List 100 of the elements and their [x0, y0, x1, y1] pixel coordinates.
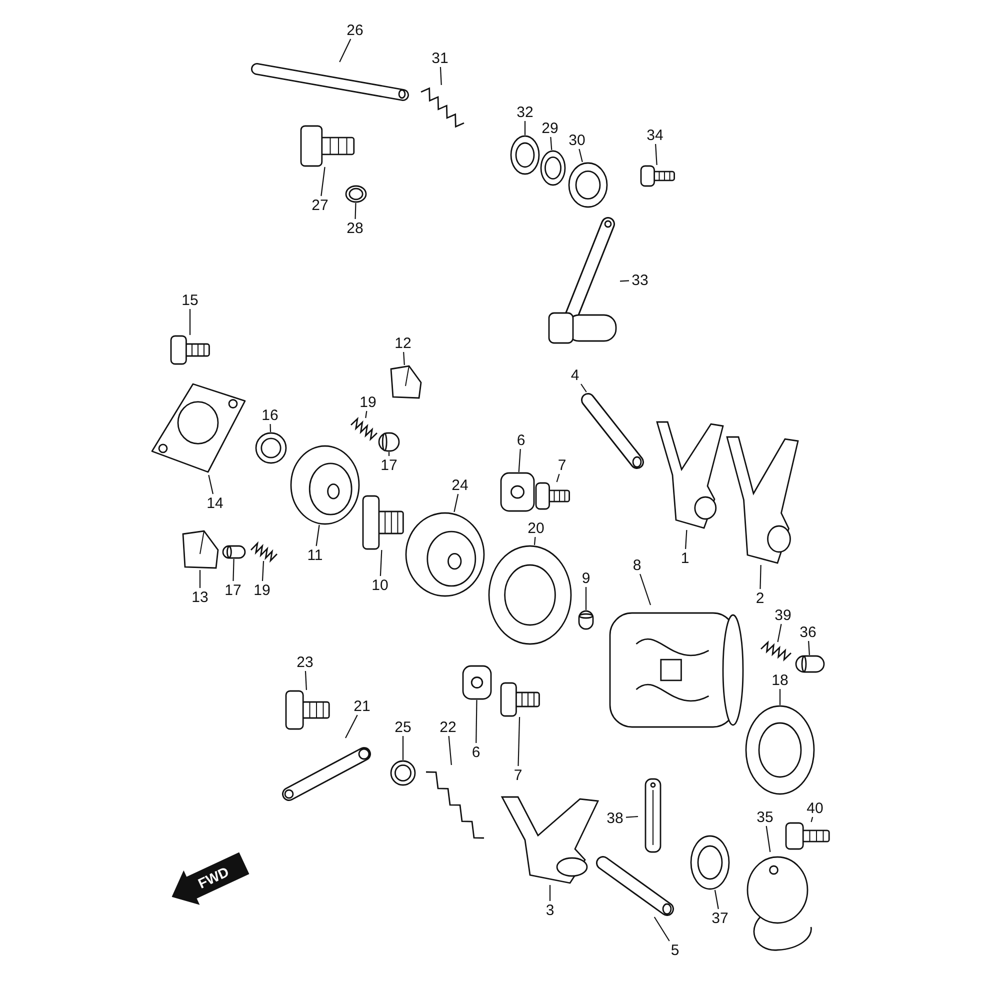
leader-line: [549, 885, 551, 901]
bolt-drawing: [500, 682, 540, 717]
callout-number: 13: [189, 588, 211, 606]
callout-number: 31: [429, 49, 451, 67]
callout-number: 27: [309, 196, 331, 214]
leader-line: [640, 574, 652, 606]
bolt-drawing: [640, 165, 675, 187]
shift-fork-drawing: [725, 435, 800, 565]
callout-number: 3: [539, 901, 561, 919]
leader-line: [534, 536, 536, 546]
callout-number: 6: [510, 431, 532, 449]
callout-number: 35: [754, 808, 776, 826]
leader-line: [578, 148, 583, 162]
callout-number: 7: [551, 456, 573, 474]
leader-line: [808, 640, 810, 656]
block-drawing: [180, 530, 220, 570]
leader-line: [199, 570, 201, 588]
leader-line: [402, 736, 404, 760]
leader-line: [654, 916, 670, 942]
ring-drawing: [745, 705, 815, 795]
leader-line: [354, 202, 356, 220]
callout-number: 16: [259, 406, 281, 424]
callout-number: 33: [629, 271, 651, 289]
ring-drawing: [488, 545, 572, 645]
stopper-plate-drawing: [462, 665, 492, 700]
callout-number: 6: [465, 743, 487, 761]
callout-number: 26: [344, 21, 366, 39]
leader-line: [580, 384, 587, 392]
callout-number: 19: [357, 393, 379, 411]
leader-line: [380, 550, 382, 576]
spring-drawing: [760, 642, 792, 660]
bolt-drawing: [535, 482, 570, 510]
callout-number: 32: [514, 103, 536, 121]
callout-number: 21: [351, 697, 373, 715]
callout-number: 36: [797, 623, 819, 641]
ring-drawing: [255, 432, 287, 464]
leader-line: [365, 410, 368, 418]
leader-line: [232, 558, 234, 582]
cam-drawing: [290, 445, 360, 525]
leader-line: [524, 121, 526, 135]
callout-number: 29: [539, 119, 561, 137]
callout-number: 24: [449, 476, 471, 494]
spring-drawing: [420, 85, 465, 130]
shift-fork-drawing: [655, 420, 725, 530]
leader-line: [304, 670, 307, 690]
leader-line: [556, 474, 560, 482]
spring-drawing: [350, 418, 378, 440]
callout-number: 38: [604, 809, 626, 827]
callout-number: 1: [674, 549, 696, 567]
bolt-drawing: [285, 690, 330, 730]
leader-line: [626, 816, 638, 818]
leader-line: [518, 448, 521, 472]
leader-line: [189, 309, 191, 335]
ring-drawing: [345, 185, 367, 203]
callout-number: 7: [507, 766, 529, 784]
callout-number: 10: [369, 576, 391, 594]
callout-number: 34: [644, 126, 666, 144]
cam-drawing: [405, 512, 485, 597]
leader-line: [766, 826, 771, 852]
callout-number: 25: [392, 718, 414, 736]
leader-line: [476, 700, 478, 743]
ring-drawing: [510, 135, 540, 175]
pin-drawing: [795, 655, 825, 673]
callout-number: 17: [378, 456, 400, 474]
leader-line: [440, 66, 442, 86]
callout-number: 11: [304, 546, 326, 564]
leader-line: [208, 474, 214, 494]
leader-line: [345, 714, 358, 738]
pin-drawing: [378, 432, 400, 452]
callout-number: 9: [575, 569, 597, 587]
block-drawing: [388, 365, 423, 400]
bolt-drawing: [362, 495, 404, 550]
callout-number: 40: [804, 799, 826, 817]
pin-drawing: [222, 545, 246, 559]
leader-line: [448, 736, 452, 766]
leader-line: [403, 352, 405, 366]
callout-number: 18: [769, 671, 791, 689]
callout-number: 14: [204, 494, 226, 512]
callout-number: 23: [294, 653, 316, 671]
leader-line: [655, 144, 658, 166]
callout-number: 8: [626, 556, 648, 574]
stopper-plate-drawing: [500, 472, 535, 512]
callout-number: 37: [709, 909, 731, 927]
callout-number: 2: [749, 589, 771, 607]
bolt-drawing: [785, 822, 830, 850]
leader-line: [518, 716, 520, 766]
pin-drawing: [578, 610, 594, 630]
ring-drawing: [540, 150, 566, 186]
bolt-drawing: [300, 125, 355, 167]
leader-line: [620, 280, 630, 282]
leader-line: [685, 530, 688, 550]
spring-drawing: [250, 543, 278, 561]
shift-fork-drawing: [500, 795, 600, 885]
leader-line: [779, 689, 781, 705]
leader-line: [454, 494, 459, 512]
callout-number: 15: [179, 291, 201, 309]
callout-number: 17: [222, 581, 244, 599]
leader-line: [714, 890, 719, 910]
leader-line: [777, 624, 782, 642]
leader-line: [316, 524, 320, 546]
